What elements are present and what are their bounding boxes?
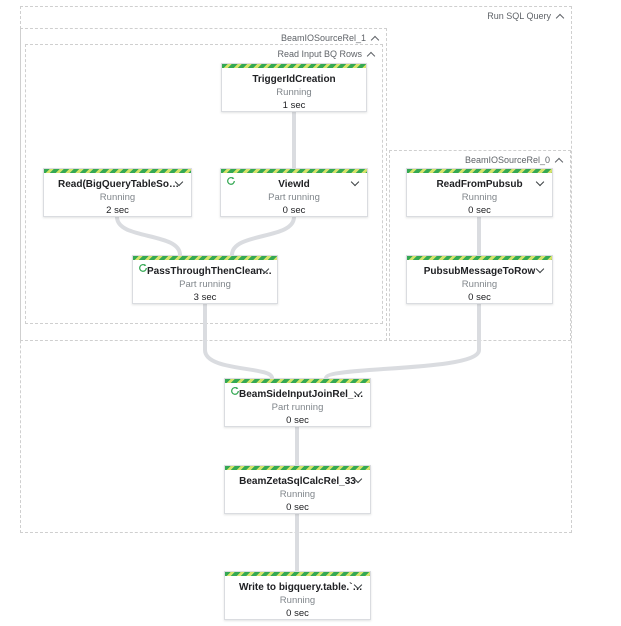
node-beam-side-input-join[interactable]: BeamSideInputJoinRel_… Part running 0 se… [224, 378, 371, 427]
node-time: 0 sec [468, 292, 491, 303]
node-name: Write to bigquery.table.`… [239, 582, 363, 593]
node-trigger-id-creation[interactable]: TriggerIdCreation Running 1 sec [221, 63, 367, 112]
node-time: 0 sec [286, 415, 309, 426]
node-status: Running [279, 489, 316, 500]
refresh-running-icon [139, 263, 147, 272]
node-pass-through-then-clean[interactable]: PassThroughThenClean… Part running 3 sec [132, 255, 278, 304]
node-name: PubsubMessageToRow [423, 266, 536, 277]
edge-passthrough-to-join [203, 302, 274, 380]
node-name: BeamSideInputJoinRel_… [239, 389, 364, 400]
status-stripe [407, 256, 552, 260]
node-name: Read(BigQueryTableSo… [58, 179, 179, 190]
node-pubsub-message-to-row[interactable]: PubsubMessageToRow Running 0 sec [406, 255, 553, 304]
group-read-input-rows-header[interactable]: Read Input BQ Rows [275, 49, 376, 60]
chevron-down-icon[interactable] [174, 177, 184, 188]
node-write-to-bigquery[interactable]: Write to bigquery.table.`… Running 0 sec [224, 571, 371, 620]
node-view-id[interactable]: ViewId Part running 0 sec [220, 168, 368, 217]
node-status: Part running [268, 192, 320, 203]
node-time: 0 sec [282, 205, 306, 216]
status-stripe [221, 169, 367, 173]
chevron-down-icon[interactable] [535, 264, 545, 275]
node-time: 1 sec [282, 100, 306, 111]
node-status: Running [99, 192, 136, 203]
chevron-down-icon[interactable] [353, 474, 363, 485]
status-stripe [133, 256, 277, 260]
edge-torow-to-join [324, 302, 481, 380]
node-status: Running [279, 595, 316, 606]
group-source-rel-1-label: BeamIOSourceRel_1 [280, 33, 366, 43]
group-source-rel-1-header[interactable]: BeamIOSourceRel_1 [278, 33, 380, 44]
group-run-sql-query-label: Run SQL Query [487, 11, 551, 21]
group-source-rel-0-label: BeamIOSourceRel_0 [464, 155, 550, 165]
node-beam-zeta-sql-calc[interactable]: BeamZetaSqlCalcRel_33 Running 0 sec [224, 465, 371, 514]
node-status: Part running [271, 402, 324, 413]
status-stripe [407, 169, 552, 173]
node-status: Part running [179, 279, 231, 290]
group-source-rel-0-header[interactable]: BeamIOSourceRel_0 [462, 155, 564, 166]
node-name: TriggerIdCreation [252, 74, 336, 85]
chevron-down-icon[interactable] [260, 264, 270, 275]
status-stripe [222, 64, 366, 68]
refresh-running-icon [231, 386, 239, 395]
status-stripe [44, 169, 191, 173]
node-time: 0 sec [468, 205, 491, 216]
status-stripe [225, 379, 370, 383]
node-status: Running [461, 279, 498, 290]
node-status: Running [461, 192, 498, 203]
status-stripe [225, 572, 370, 576]
node-read-from-pubsub[interactable]: ReadFromPubsub Running 0 sec [406, 168, 553, 217]
status-stripe [225, 466, 370, 470]
node-status: Running [276, 87, 312, 98]
refresh-running-icon [227, 176, 235, 185]
node-time: 0 sec [286, 608, 309, 619]
group-read-input-rows-label: Read Input BQ Rows [277, 49, 362, 59]
node-read-bigquery-table[interactable]: Read(BigQueryTableSo… Running 2 sec [43, 168, 192, 217]
chevron-down-icon[interactable] [350, 177, 360, 188]
chevron-down-icon[interactable] [353, 580, 363, 591]
node-name: BeamZetaSqlCalcRel_33 [239, 476, 356, 487]
edge-readbq-to-passthrough [115, 215, 182, 257]
node-name: ReadFromPubsub [436, 179, 523, 190]
node-time: 2 sec [106, 205, 129, 216]
chevron-down-icon[interactable] [353, 387, 363, 398]
node-time: 0 sec [286, 502, 309, 513]
chevron-down-icon[interactable] [535, 177, 545, 188]
node-time: 3 sec [193, 292, 217, 303]
group-run-sql-query-header[interactable]: Run SQL Query [485, 11, 565, 22]
node-name: PassThroughThenClean… [147, 266, 273, 277]
node-name: ViewId [278, 179, 310, 190]
edge-viewid-to-passthrough [230, 215, 296, 257]
